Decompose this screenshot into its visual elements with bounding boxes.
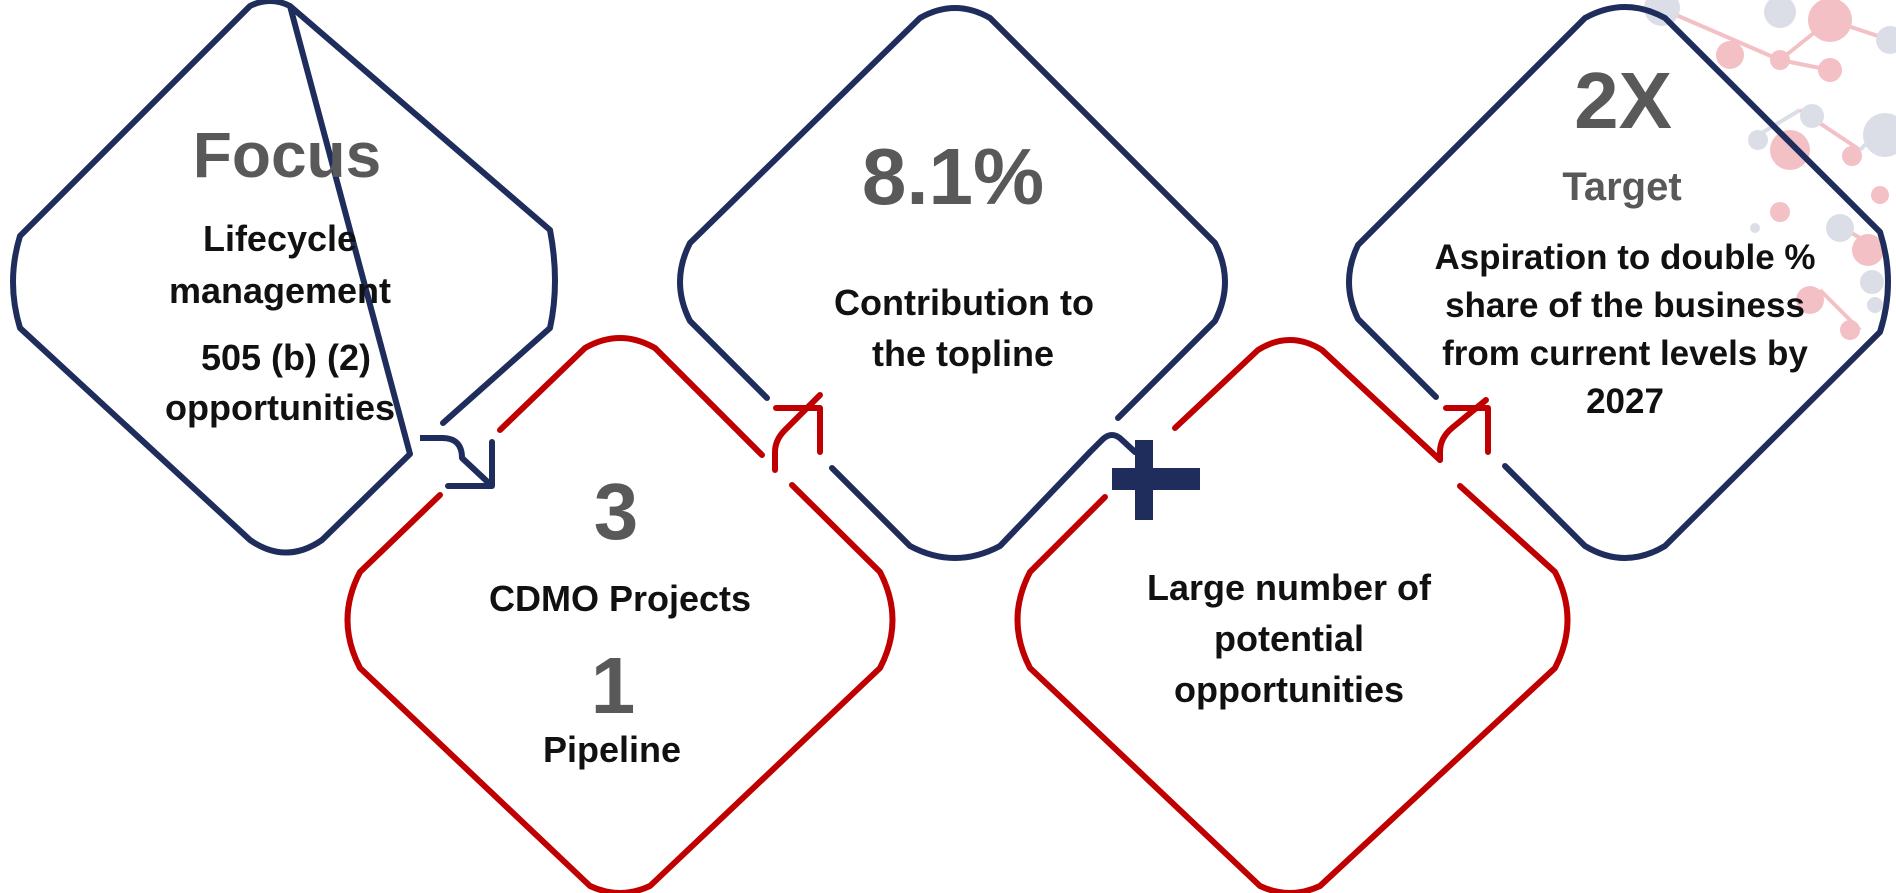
arrow-down-right-icon — [420, 435, 495, 489]
focus-diamond-outline — [10, 0, 558, 556]
pipeline-number: 1 — [590, 641, 636, 730]
target-diamond-outline — [1346, 4, 1891, 561]
plus-icon — [1087, 432, 1200, 520]
target-line-1: Aspiration to double % — [1434, 238, 1816, 277]
cdmo-projects-label: CDMO Projects — [488, 578, 752, 619]
cdmo-projects-number: 3 — [593, 467, 639, 556]
focus-line-4: opportunities — [165, 387, 395, 428]
contribution-diamond-outline — [677, 5, 1228, 561]
arrow-up-right-icon — [772, 392, 823, 473]
focus-line-2: management — [168, 270, 392, 311]
opportunities-line-1: Large number of — [1146, 567, 1432, 608]
target-line-2: share of the business — [1445, 286, 1805, 325]
molecule-background — [1644, 0, 1896, 340]
target-line-3: from current levels by — [1442, 334, 1808, 373]
contribution-line-1: Contribution to — [834, 282, 1094, 323]
opportunities-line-3: opportunities — [1174, 669, 1404, 710]
contribution-line-2: the topline — [872, 333, 1054, 374]
target-number: 2X — [1574, 56, 1672, 145]
contribution-number: 8.1% — [861, 132, 1045, 221]
opportunities-line-2: potential — [1214, 618, 1364, 659]
target-label: Target — [1562, 165, 1682, 209]
focus-heading: Focus — [192, 119, 382, 191]
focus-line-1: Lifecycle — [202, 218, 358, 259]
pipeline-label: Pipeline — [542, 729, 682, 770]
arrow-up-right-icon — [1437, 397, 1491, 463]
target-line-4: 2027 — [1586, 382, 1664, 421]
focus-line-3: 505 (b) (2) — [200, 337, 372, 378]
